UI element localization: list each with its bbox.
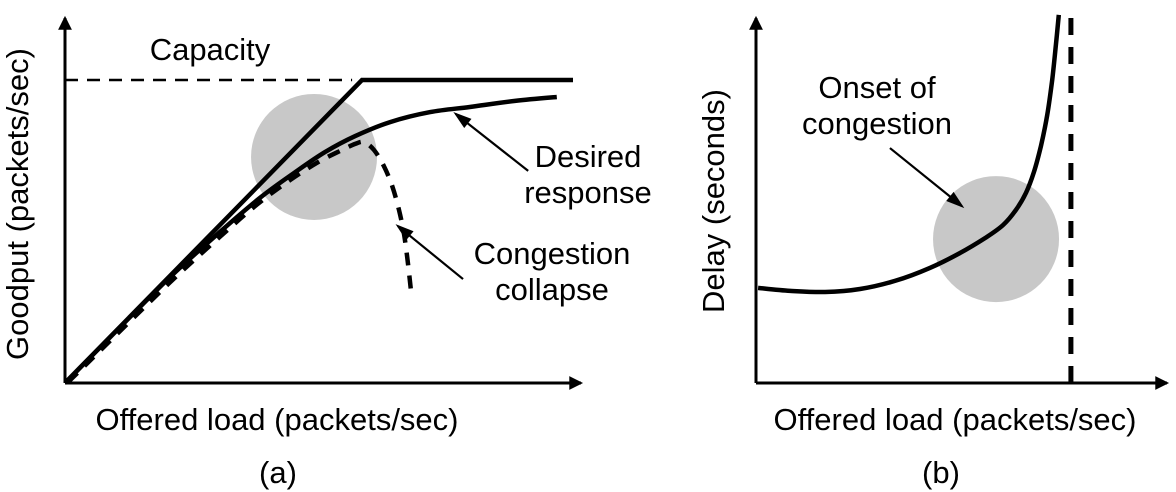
capacity-label: Capacity: [150, 32, 271, 67]
series-desired-response: [63, 94, 557, 385]
highlight-layer-b: [933, 176, 1060, 303]
congestion-collapse-label-line1: Congestion: [474, 236, 631, 271]
annotation-layer-a: [395, 112, 529, 280]
series-ideal-goodput: [63, 77, 573, 385]
annotation-arrow-desired-response: [453, 112, 529, 172]
series-congestion-collapse: [66, 139, 414, 384]
series-layer-b: [757, 7, 1074, 383]
y-axis-label-a: Goodput (packets/sec): [0, 48, 35, 360]
x-axis-label-b: Offered load (packets/sec): [774, 402, 1137, 437]
series-layer-a: [63, 77, 573, 385]
caption-a: (a): [259, 455, 297, 490]
series-delay: [757, 14, 1062, 295]
congestion-highlight-circle: [933, 176, 1060, 303]
onset-label-line1: Onset of: [818, 70, 936, 105]
annotation-arrow-congestion-collapse: [395, 224, 464, 280]
desired-response-label-line2: response: [524, 175, 652, 210]
annotation-layer-b: [889, 147, 965, 209]
desired-response-label-line1: Desired: [535, 139, 642, 174]
congestion-collapse-label-line2: collapse: [495, 272, 609, 307]
panel-a: Capacity Desired response Congestion col…: [0, 15, 652, 490]
y-axis-label-b: Delay (seconds): [696, 89, 731, 313]
caption-b: (b): [922, 455, 960, 490]
panel-b: Onset of congestion Delay (seconds) Offe…: [696, 7, 1170, 490]
annotation-arrow-onset-of-congestion: [889, 147, 965, 209]
x-axis-label-a: Offered load (packets/sec): [96, 402, 459, 437]
onset-label-line2: congestion: [802, 106, 952, 141]
